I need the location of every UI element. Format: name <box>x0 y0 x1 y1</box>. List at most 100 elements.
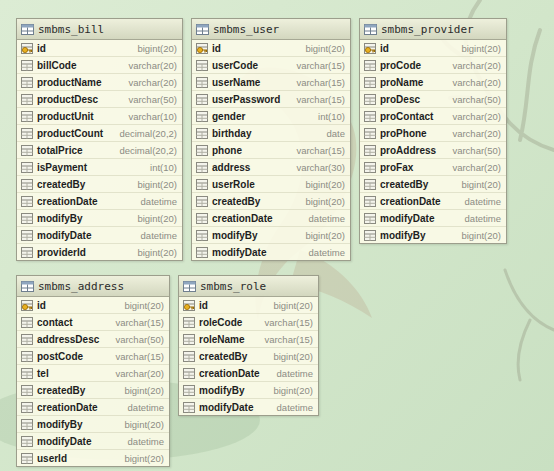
column-name: addressDesc <box>37 334 99 345</box>
column-name: productName <box>37 77 101 88</box>
column-row: creationDatedatetime <box>192 210 350 227</box>
column-row: createdBybigint(20) <box>179 348 318 365</box>
column-type: varchar(15) <box>290 94 345 105</box>
column-type: varchar(20) <box>109 368 164 379</box>
column-type: varchar(20) <box>446 77 501 88</box>
column-icon <box>183 368 195 379</box>
column-type: datetime <box>122 402 164 413</box>
column-row: addressvarchar(30) <box>192 159 350 176</box>
table-header: smbms_role <box>179 276 318 297</box>
column-name: modifyDate <box>199 402 253 413</box>
column-name: modifyBy <box>380 230 426 241</box>
column-type: bigint(20) <box>455 179 501 190</box>
column-name: id <box>37 43 46 54</box>
column-type: bigint(20) <box>299 196 345 207</box>
column-row: createdBybigint(20) <box>17 382 169 399</box>
column-icon <box>21 436 33 447</box>
column-row: modifyBybigint(20) <box>17 416 169 433</box>
column-type: varchar(20) <box>446 111 501 122</box>
column-row: id bigint(20) <box>360 40 506 57</box>
column-row: productName varchar(20) <box>17 74 182 91</box>
column-type: varchar(20) <box>446 128 501 139</box>
column-row: phonevarchar(15) <box>192 142 350 159</box>
column-row: modifyDatedatetime <box>179 399 318 415</box>
column-icon <box>196 213 208 224</box>
column-type: varchar(20) <box>446 60 501 71</box>
column-name: modifyDate <box>37 230 91 241</box>
column-row: createdBy bigint(20) <box>192 193 350 210</box>
column-type: bigint(20) <box>131 247 177 258</box>
column-row: userIdbigint(20) <box>17 450 169 466</box>
column-type: bigint(20) <box>267 385 313 396</box>
column-name: createdBy <box>212 196 260 207</box>
column-type: bigint(20) <box>299 230 345 241</box>
column-type: varchar(20) <box>122 77 177 88</box>
column-row: creationDatedatetime <box>179 365 318 382</box>
column-icon <box>196 77 208 88</box>
column-name: proCode <box>380 60 421 71</box>
table-name: smbms_role <box>200 280 266 293</box>
column-icon <box>364 128 376 139</box>
column-icon <box>196 230 208 241</box>
column-row: productUnitvarchar(10) <box>17 108 182 125</box>
column-row: modifyBybigint(20) <box>360 227 506 243</box>
column-icon <box>196 145 208 156</box>
column-type: datetime <box>122 436 164 447</box>
column-icon <box>364 77 376 88</box>
column-icon <box>21 334 33 345</box>
primary-key-icon <box>21 43 33 54</box>
table-box: smbms_billidbigint(20)billCodevarchar(20… <box>16 18 183 261</box>
column-row: proFaxvarchar(20) <box>360 159 506 176</box>
column-icon <box>196 196 208 207</box>
column-row: userCodevarchar(15) <box>192 57 350 74</box>
column-type: varchar(50) <box>122 94 177 105</box>
column-name: userName <box>212 77 260 88</box>
column-row: creationDate datetime <box>17 399 169 416</box>
column-row: userRolebigint(20) <box>192 176 350 193</box>
column-name: id <box>380 43 389 54</box>
column-icon <box>21 230 33 241</box>
column-row: birthdaydate <box>192 125 350 142</box>
column-type: bigint(20) <box>455 43 501 54</box>
column-type: varchar(20) <box>446 162 501 173</box>
column-icon <box>21 94 33 105</box>
column-row: idbigint(20) <box>17 40 182 57</box>
column-icon <box>196 162 208 173</box>
column-name: isPayment <box>37 162 87 173</box>
column-row: modifyBy bigint(20) <box>192 227 350 244</box>
column-name: id <box>199 300 208 311</box>
column-type: decimal(20,2) <box>113 128 177 139</box>
column-type: datetime <box>135 196 177 207</box>
column-icon <box>364 111 376 122</box>
column-row: userNamevarchar(15) <box>192 74 350 91</box>
column-icon <box>21 368 33 379</box>
column-row: createdBybigint(20) <box>360 176 506 193</box>
column-type: varchar(20) <box>122 60 177 71</box>
column-name: phone <box>212 145 242 156</box>
column-name: creationDate <box>37 402 98 413</box>
column-name: contact <box>37 317 73 328</box>
column-icon <box>364 213 376 224</box>
column-icon <box>21 179 33 190</box>
table-name: smbms_user <box>213 23 279 36</box>
column-name: postCode <box>37 351 83 362</box>
column-name: birthday <box>212 128 251 139</box>
table-box: smbms_roleidbigint(20)roleCodevarchar(15… <box>178 275 319 416</box>
column-icon <box>364 179 376 190</box>
column-type: varchar(15) <box>258 317 313 328</box>
column-row: modifyDatedatetime <box>360 210 506 227</box>
column-type: int(10) <box>312 111 345 122</box>
column-row: proAddressvarchar(50) <box>360 142 506 159</box>
column-type: datetime <box>303 213 345 224</box>
column-icon <box>364 196 376 207</box>
column-row: modifyBybigint(20) <box>17 210 182 227</box>
column-name: roleName <box>199 334 245 345</box>
column-type: datetime <box>271 368 313 379</box>
column-row: telvarchar(20) <box>17 365 169 382</box>
column-type: bigint(20) <box>267 300 313 311</box>
table-icon <box>21 281 34 292</box>
column-name: modifyDate <box>37 436 91 447</box>
column-name: modifyBy <box>212 230 258 241</box>
column-type: datetime <box>135 230 177 241</box>
column-type: varchar(15) <box>109 317 164 328</box>
